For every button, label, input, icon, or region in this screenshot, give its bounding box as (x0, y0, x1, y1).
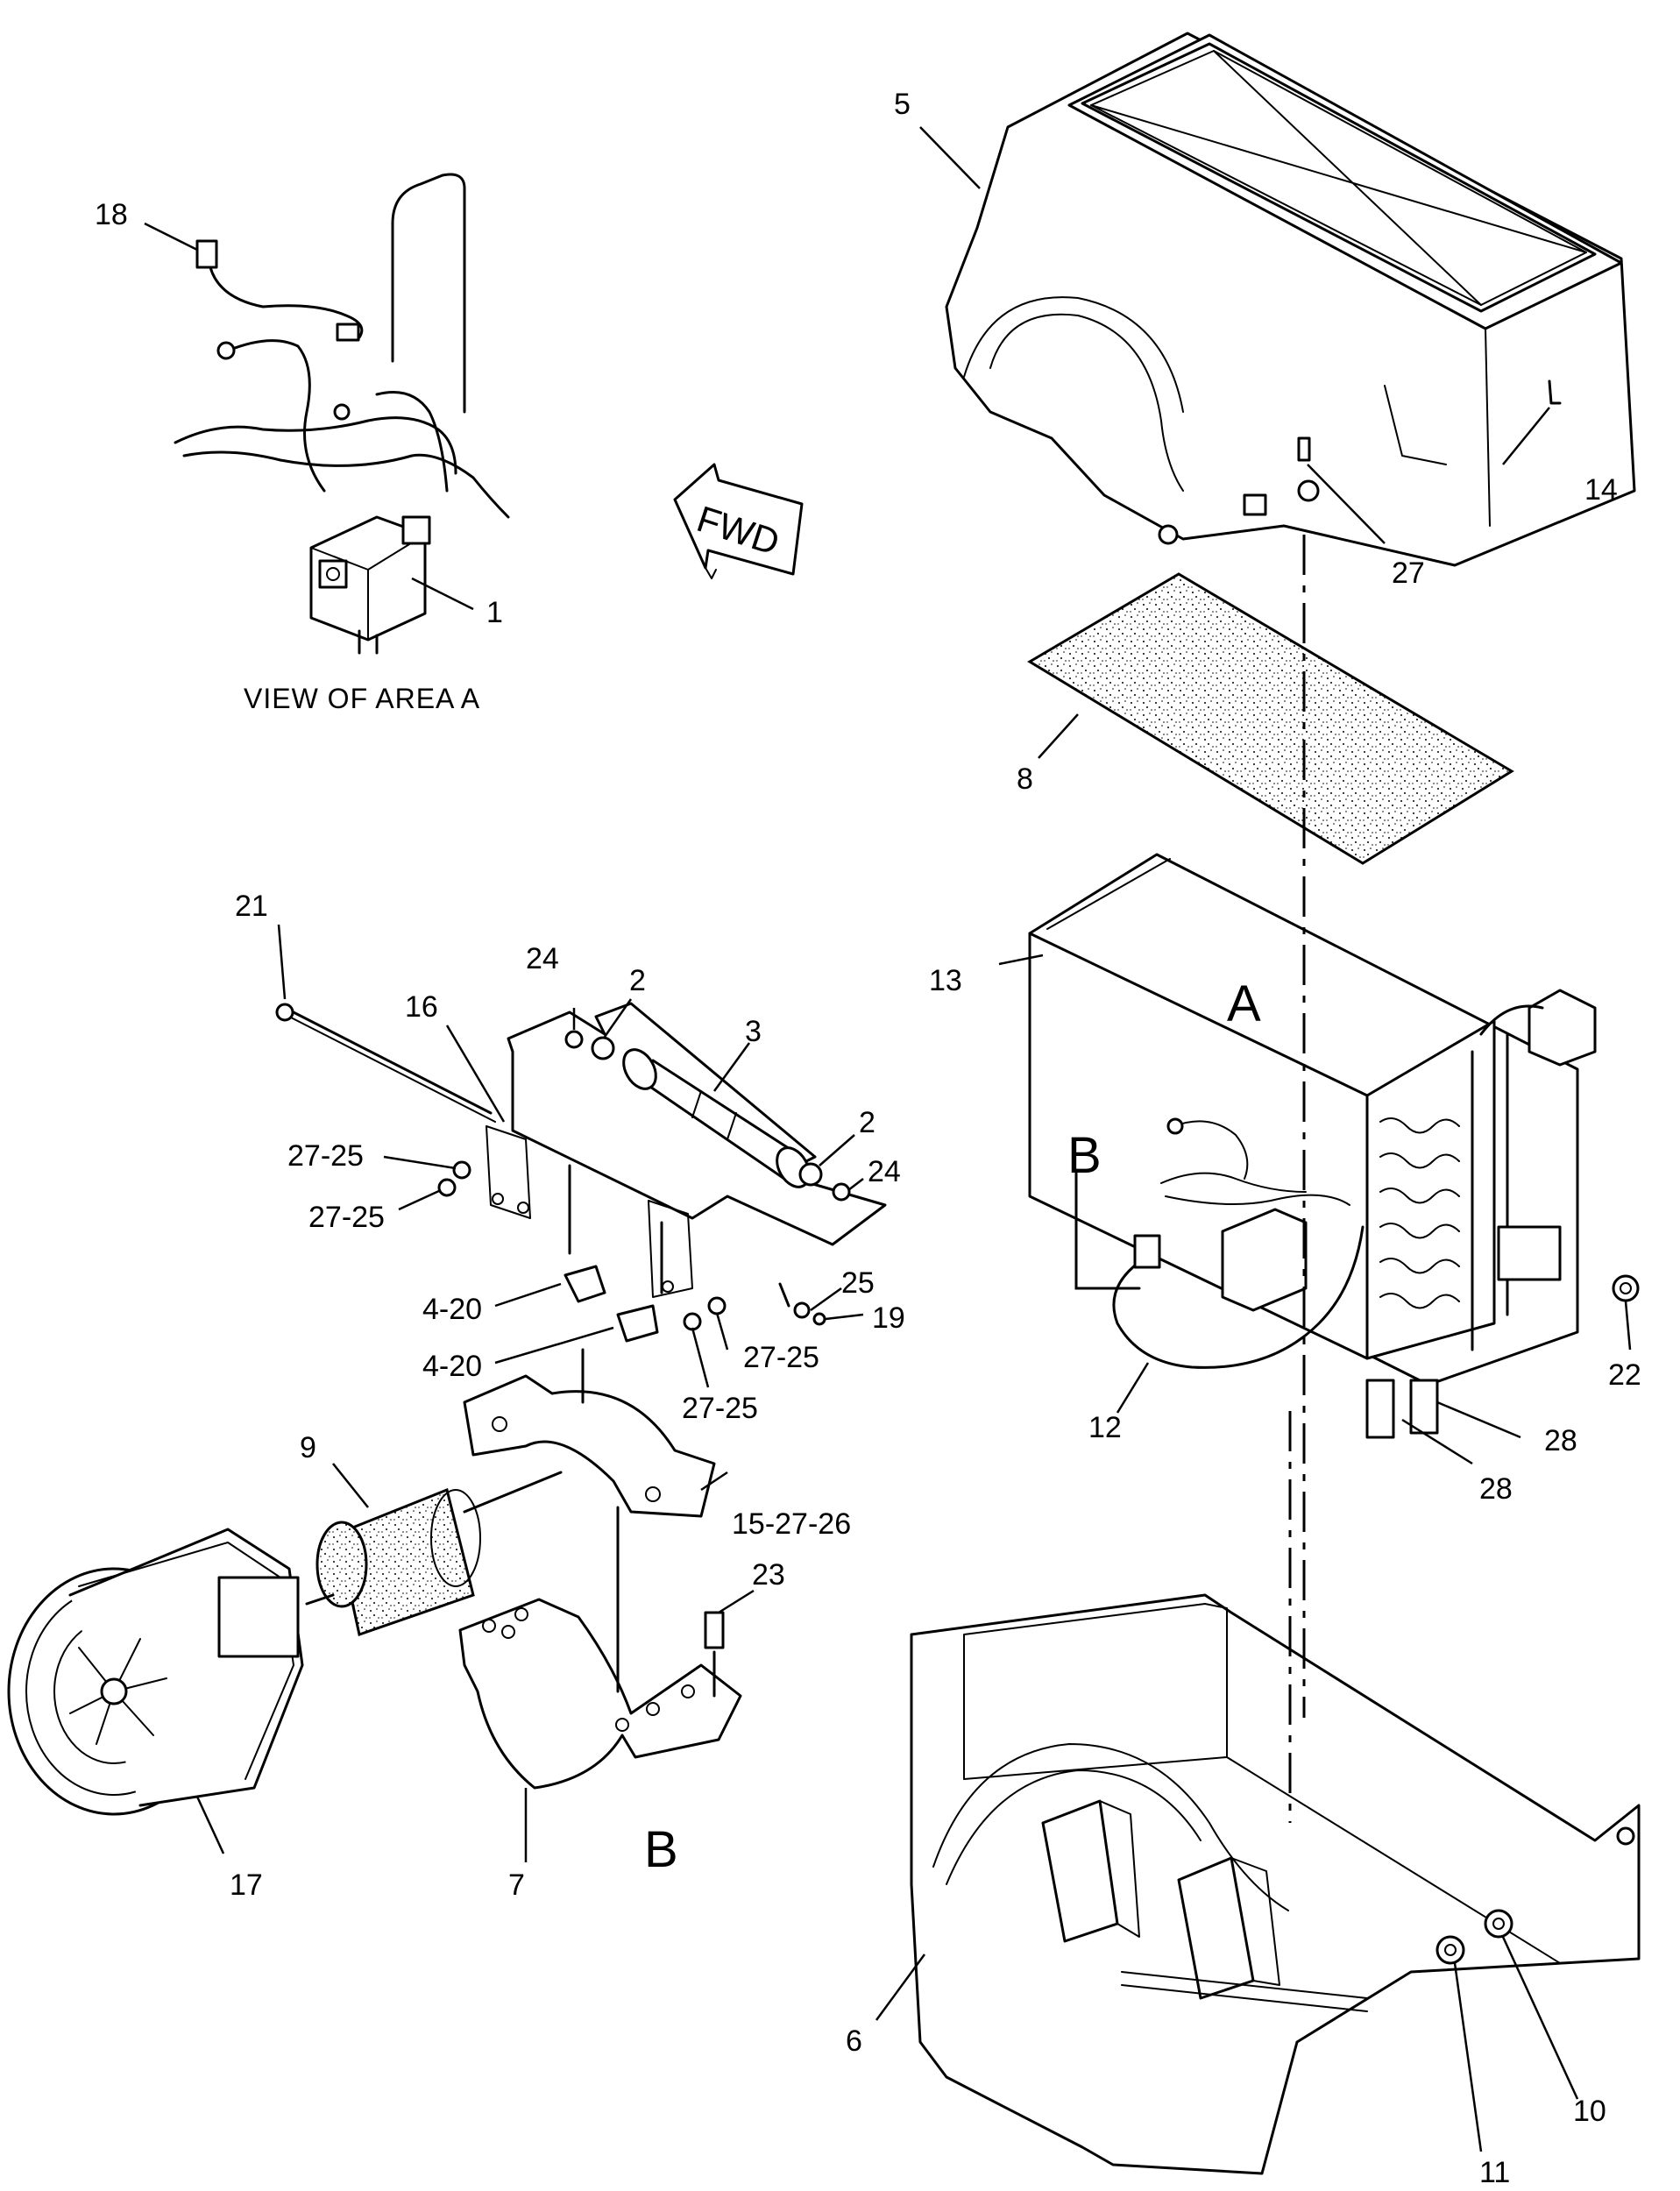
callout-24-right: 24 (868, 1155, 901, 1188)
screw-27-25-right-a (707, 1296, 727, 1315)
tie-rod (275, 1003, 496, 1123)
ring-terminal (216, 341, 236, 360)
callout-4-20-a: 4-20 (422, 1293, 482, 1326)
resistor (622, 1048, 811, 1188)
callout-16: 16 (405, 990, 438, 1024)
align-line-8 (778, 1282, 790, 1308)
callout-1: 1 (486, 596, 503, 629)
align-line-4 (463, 1471, 563, 1514)
fwd-arrow: FWD (673, 463, 804, 579)
evaporator-core (1028, 853, 1640, 1439)
callout-11: 11 (1479, 2156, 1510, 2189)
callout-28-a: 28 (1544, 1424, 1577, 1457)
align-line-5 (305, 1593, 335, 1606)
evaporator-coils (1379, 1117, 1460, 1309)
callout-22: 22 (1608, 1358, 1641, 1392)
screw-27-25-upper (452, 1160, 471, 1180)
washer-24-left (564, 1030, 584, 1049)
leader-lines (144, 126, 1632, 2152)
callout-25: 25 (841, 1266, 875, 1300)
callout-13: 13 (929, 964, 962, 997)
screw-23 (704, 1611, 725, 1649)
blower-wheel (7, 1528, 304, 1816)
area-a-caption: VIEW OF AREA A (244, 683, 480, 714)
callout-27: 27 (1392, 557, 1425, 590)
callout-23: 23 (752, 1558, 785, 1592)
nut-19 (812, 1312, 826, 1326)
washer-25 (793, 1301, 811, 1319)
callout-17: 17 (230, 1868, 263, 1902)
callout-2-right: 2 (859, 1106, 875, 1139)
evaporator-harness (1112, 1225, 1365, 1369)
area-b-indicator-line (1074, 1168, 1141, 1290)
resistor-bracket (486, 1002, 887, 1298)
callout-27-25-b: 27-25 (308, 1201, 385, 1234)
area-a-detail-view: VIEW OF AREA A (174, 173, 510, 714)
motor-clamp-upper (463, 1374, 716, 1518)
harness-terminal (336, 323, 360, 342)
callout-7: 7 (508, 1868, 525, 1902)
washer-2-right (798, 1162, 823, 1187)
screw-27-25-lower (437, 1178, 457, 1197)
harness-bundle (174, 416, 457, 475)
harness-branch (375, 391, 449, 493)
callout-18: 18 (95, 198, 128, 231)
harness-bundle-lower (182, 450, 510, 519)
area-a-label: A (1227, 975, 1261, 1032)
upper-housing (945, 32, 1636, 567)
relay-bracket-wire (391, 173, 466, 414)
harness-loop (226, 339, 326, 493)
screw-27-25-right-b (683, 1312, 702, 1331)
area-b-label-lower: B (644, 1821, 678, 1878)
harness-connector (195, 239, 218, 269)
washer-2-left (591, 1036, 615, 1060)
lower-housing (910, 1593, 1641, 2175)
motor-foam-sleeve (315, 1487, 481, 1636)
callout-28-b: 28 (1479, 1472, 1513, 1506)
callout-4-20-b: 4-20 (422, 1350, 482, 1383)
callout-19: 19 (872, 1301, 905, 1335)
relay (309, 515, 431, 655)
callout-21: 21 (235, 890, 268, 923)
area-b-label-upper: B (1067, 1127, 1102, 1184)
callout-9: 9 (300, 1431, 316, 1464)
ring-terminal-2 (333, 403, 351, 421)
callout-12: 12 (1088, 1411, 1122, 1444)
callout-6: 6 (846, 2024, 862, 2058)
callout-27-25-a: 27-25 (287, 1139, 364, 1173)
callout-14: 14 (1584, 473, 1618, 507)
callout-5: 5 (894, 88, 911, 121)
motor-clamp-lower (458, 1598, 742, 1790)
callout-27-25-d: 27-25 (682, 1392, 758, 1425)
callout-3: 3 (745, 1015, 762, 1048)
callout-15-27-26: 15-27-26 (732, 1507, 851, 1541)
washer-24-right (832, 1182, 851, 1202)
callout-24-left: 24 (526, 942, 559, 975)
clip-4-20-lower (616, 1304, 659, 1343)
air-filter (1027, 572, 1514, 865)
callout-2-left: 2 (629, 964, 646, 997)
clip-4-20-upper (564, 1265, 606, 1303)
callout-10: 10 (1573, 2095, 1606, 2128)
callout-8: 8 (1017, 762, 1033, 796)
callout-27-25-c: 27-25 (743, 1341, 819, 1374)
